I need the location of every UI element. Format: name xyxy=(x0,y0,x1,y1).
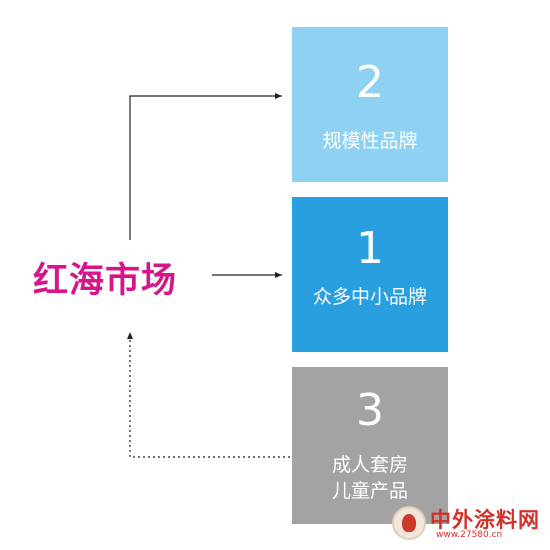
watermark: 中外涂料网 www.27580.cn xyxy=(392,504,544,546)
box-3-number: 3 xyxy=(356,385,384,436)
box-1-small-medium-brands: 1 众多中小品牌 xyxy=(292,197,448,352)
watermark-url: www.27580.cn xyxy=(436,530,503,540)
box-2-label: 规模性品牌 xyxy=(322,130,418,152)
arrow-to-box-2 xyxy=(129,93,282,240)
red-ocean-market-label: 红海市场 xyxy=(33,261,178,301)
box-3-label: 成人套房 儿童产品 xyxy=(331,454,408,502)
dashed-arrow-from-box-3 xyxy=(127,332,290,458)
box-2-scale-brands: 2 规模性品牌 xyxy=(292,27,448,182)
watermark-logo-icon xyxy=(392,506,426,540)
box-2-number: 2 xyxy=(356,57,384,108)
box-3-products: 3 成人套房 儿童产品 xyxy=(292,367,448,524)
watermark-title: 中外涂料网 xyxy=(430,508,540,532)
box-1-label: 众多中小品牌 xyxy=(312,286,427,308)
box-1-number: 1 xyxy=(356,223,384,274)
